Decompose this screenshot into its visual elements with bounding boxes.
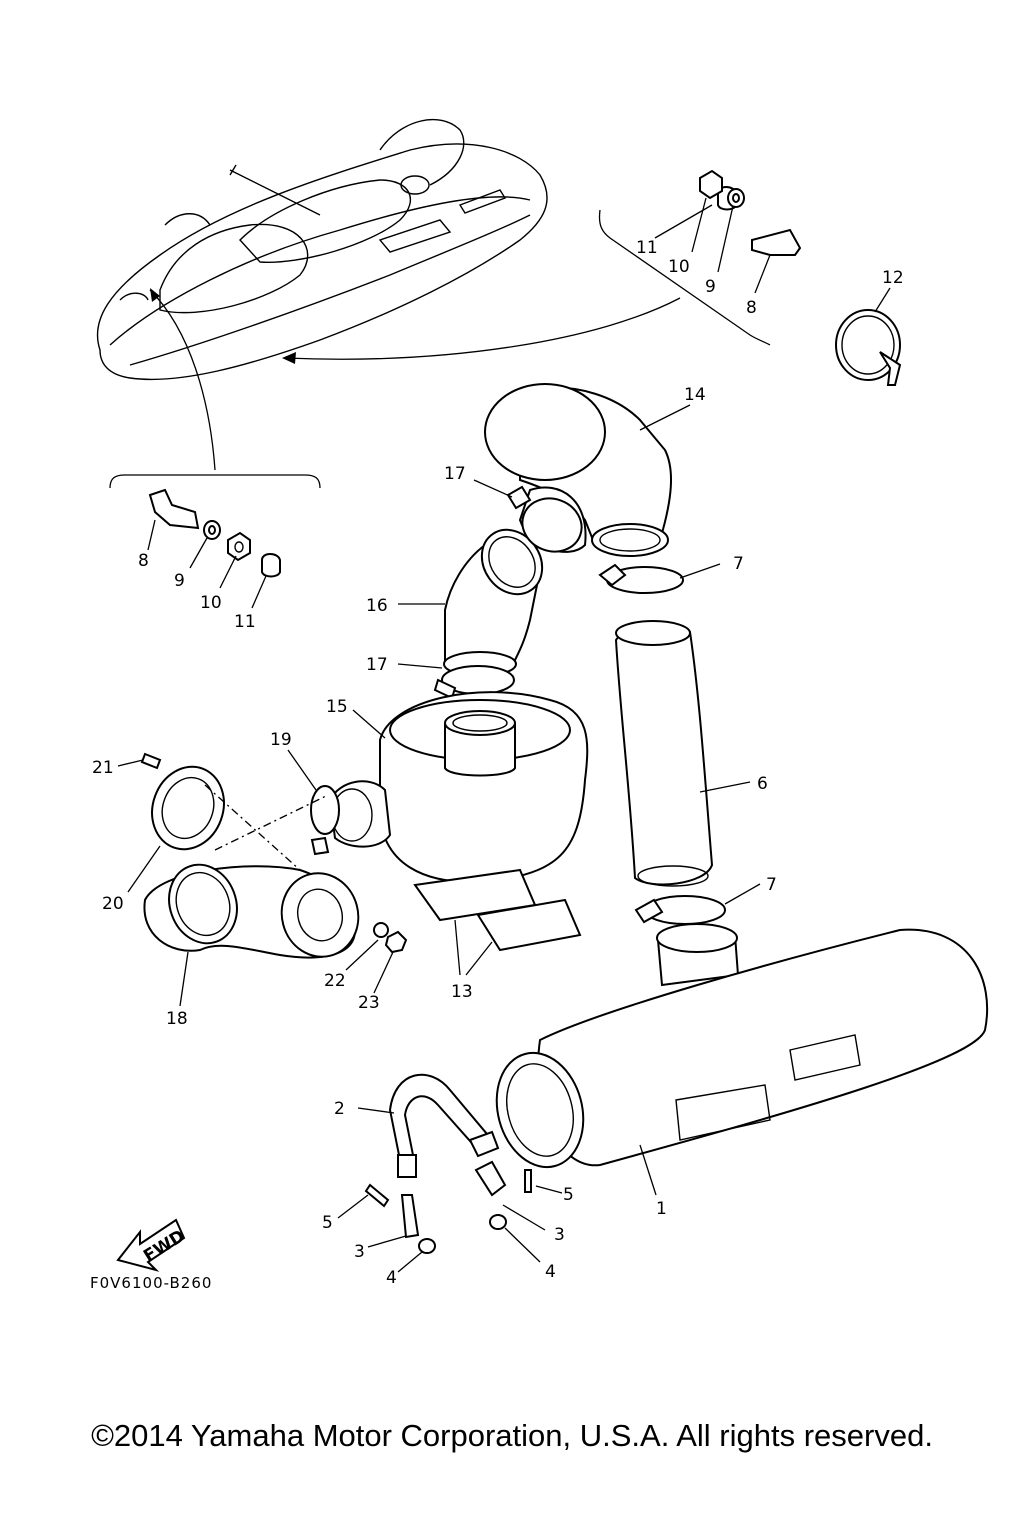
part-13-pads [413,868,582,952]
leader-lines [117,197,891,1273]
part-19-clamp [310,785,340,856]
part-7-clamp-top [598,563,684,594]
callout-23: 23 [358,993,380,1013]
callout-12: 12 [882,268,904,288]
fittings-right [699,169,802,256]
callout-18: 18 [166,1009,188,1029]
part-15-waterlock [328,691,589,883]
callout-8-right: 8 [746,298,757,318]
figure-code: F0V6100-B260 [90,1274,213,1292]
part-2-strap [388,1073,500,1178]
part-1-muffler [495,923,989,1169]
callout-4-right: 4 [545,1262,556,1282]
callout-2: 2 [334,1099,345,1119]
part-23-nut [384,930,408,954]
callout-9-right: 9 [705,277,716,297]
callout-4-left: 4 [386,1268,397,1288]
leader-craft-left [149,289,216,471]
callout-15: 15 [326,697,348,717]
callout-10-right: 10 [668,257,690,277]
bracket-left [109,474,321,489]
callout-13: 13 [451,982,473,1002]
callout-17-top: 17 [444,464,466,484]
callout-7-top: 7 [733,554,744,574]
callout-9-left: 9 [174,571,185,591]
callout-22: 22 [324,971,346,991]
callout-1: 1 [656,1199,667,1219]
copyright-notice: ©2014 Yamaha Motor Corporation, U.S.A. A… [91,1418,933,1453]
part-17-clamps [433,485,583,700]
part-12-clamp [835,309,902,386]
part-22-washer [373,922,389,938]
callout-5-left: 5 [322,1213,333,1233]
watercraft-illustration [96,118,548,381]
callout-21: 21 [92,758,114,778]
callout-8-left: 8 [138,551,149,571]
callout-14: 14 [684,385,706,405]
part-7-clamp-bottom [634,895,726,925]
part-5-screws [364,1169,532,1208]
fittings-left [148,488,281,578]
part-21-bolt [140,752,162,770]
part-20-ring [151,765,225,851]
callout-20: 20 [102,894,124,914]
callout-17-bottom: 17 [366,655,388,675]
part-3-brackets [400,1160,507,1239]
callout-16: 16 [366,596,388,616]
callout-19: 19 [270,730,292,750]
part-6-hose [614,620,714,887]
fwd-arrow: FWD [116,1218,189,1272]
part-18-outlet [143,863,360,959]
callout-5-right: 5 [563,1185,574,1205]
part-4-washers [418,1214,507,1254]
bracket-right [598,209,771,346]
callout-11-right: 11 [636,238,658,258]
callout-6: 6 [757,774,768,794]
callout-10-left: 10 [200,593,222,613]
arrowhead-craft-left [150,288,160,302]
arrowhead-craft-right [282,352,296,364]
callout-3-left: 3 [354,1242,365,1262]
callout-11-left: 11 [234,612,256,632]
exhaust-parts-diagram: FWD 1 2 3 3 4 4 5 5 6 7 7 8 8 9 9 10 10 … [92,118,989,1288]
callout-7-bottom: 7 [766,875,777,895]
callout-labels: 1 2 3 3 4 4 5 5 6 7 7 8 8 9 9 10 10 11 1… [92,238,904,1288]
leader-craft-right [284,297,681,360]
callout-3-right: 3 [554,1225,565,1245]
